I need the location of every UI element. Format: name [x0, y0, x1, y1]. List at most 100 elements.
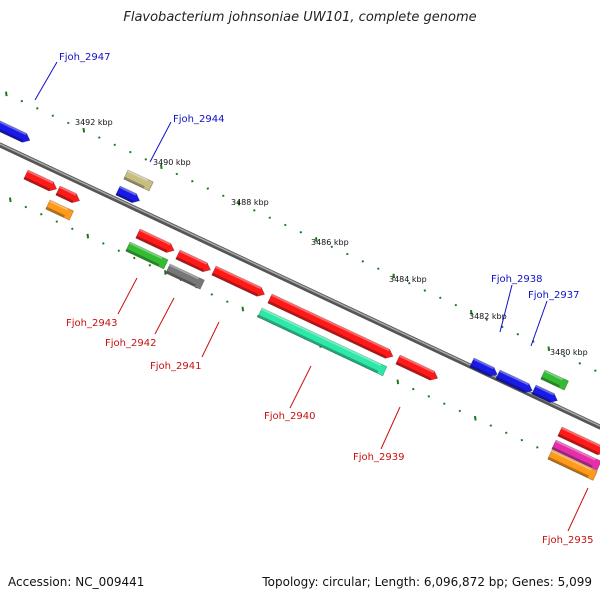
gene-shade	[267, 300, 387, 359]
gene-label[interactable]: Fjoh_2939	[353, 452, 404, 463]
gene-arrow	[557, 426, 600, 456]
gene-arrow	[547, 449, 598, 481]
gene-shade	[257, 314, 379, 374]
gene-arrow	[395, 354, 439, 381]
gene-highlight	[27, 170, 54, 184]
gene-highlight	[139, 229, 171, 246]
gene-body	[257, 307, 388, 377]
minor-tick	[361, 260, 365, 263]
accession-text: Accession: NC_009441	[8, 575, 145, 589]
minor-tick	[423, 289, 427, 292]
gene-body	[267, 293, 394, 359]
major-tick	[86, 233, 90, 239]
genome-summary-text: Topology: circular; Length: 6,096,872 bp…	[262, 575, 592, 589]
callout-line	[567, 487, 589, 532]
gene-labels-top: Fjoh_2947 Fjoh_2944 Fjoh_2938 Fjoh_2937	[59, 52, 579, 301]
minor-tick	[113, 143, 117, 147]
minor-tick	[191, 180, 194, 183]
gene-shade	[115, 192, 134, 203]
gene-shade	[175, 256, 204, 272]
callout-line	[154, 297, 175, 335]
gene-body	[23, 169, 58, 192]
gene-highlight	[473, 358, 494, 370]
minor-tick	[439, 296, 442, 300]
gene-highlight	[271, 294, 390, 352]
gene-highlight	[59, 186, 77, 196]
minor-tick	[144, 158, 148, 161]
gene-label[interactable]: Fjoh_2947	[59, 52, 110, 63]
gene-arrow	[165, 263, 205, 290]
gene-highlight	[119, 186, 137, 196]
gene-label[interactable]: Fjoh_2938	[491, 274, 542, 285]
gene-highlight	[261, 308, 382, 366]
minor-tick	[520, 438, 524, 442]
callout-line	[289, 365, 312, 409]
major-tick	[9, 197, 12, 203]
gene-shade	[135, 235, 168, 253]
gene-highlight	[179, 250, 208, 265]
gene-shade	[45, 206, 65, 218]
gene-label[interactable]: Fjoh_2943	[66, 318, 117, 329]
gene-label[interactable]: Fjoh_2941	[150, 361, 201, 372]
minor-tick	[505, 431, 508, 435]
callout-line	[34, 61, 58, 101]
gene-label[interactable]: Fjoh_2940	[264, 411, 315, 422]
gene-body	[125, 241, 169, 270]
gene-label[interactable]: Fjoh_2944	[173, 114, 224, 125]
gene-features	[0, 117, 600, 481]
gene-arrow	[469, 357, 498, 377]
callout-lines	[34, 61, 589, 532]
minor-tick	[253, 209, 256, 212]
minor-tick	[427, 395, 431, 398]
minor-tick	[501, 325, 504, 329]
minor-tick	[489, 424, 493, 427]
gene-shade	[125, 248, 160, 267]
gene-shade	[55, 192, 74, 203]
gene-body	[551, 439, 600, 471]
minor-tick	[36, 107, 39, 110]
gene-highlight	[399, 355, 435, 373]
gene-arrow	[257, 307, 388, 377]
gene-label[interactable]: Fjoh_2935	[542, 535, 593, 546]
gene-shade	[0, 124, 24, 143]
minor-tick	[458, 409, 462, 413]
gene-label[interactable]: Fjoh_2942	[105, 338, 156, 349]
gene-shade	[123, 176, 145, 189]
scale-label: 3492 kbp	[75, 118, 113, 127]
gene-highlight	[535, 385, 555, 396]
gene-body	[165, 263, 205, 290]
gene-body	[495, 369, 533, 393]
gene-highlight	[129, 242, 163, 260]
gene-arrow	[23, 169, 58, 192]
minor-tick	[51, 114, 55, 117]
gene-body	[211, 265, 265, 297]
gene-arrow	[115, 185, 141, 204]
minor-tick	[284, 223, 287, 227]
callout-line	[530, 300, 548, 347]
gene-shade	[495, 376, 526, 393]
gene-arrow	[123, 169, 154, 192]
scale-label: 3490 kbp	[153, 158, 191, 167]
minor-tick	[454, 303, 458, 307]
major-tick	[160, 164, 163, 170]
gene-label[interactable]: Fjoh_2937	[528, 290, 579, 301]
gene-shade	[23, 176, 51, 191]
minor-tick	[117, 249, 121, 252]
minor-tick	[346, 252, 349, 256]
gene-arrow	[267, 293, 394, 359]
gene-highlight	[49, 200, 69, 211]
gene-shade	[211, 272, 259, 297]
gene-body	[469, 357, 498, 377]
gene-shade	[469, 364, 491, 377]
gene-highlight	[127, 170, 148, 182]
gene-shade	[395, 361, 432, 381]
gene-body	[175, 249, 211, 273]
major-tick	[396, 379, 400, 385]
gene-body	[540, 369, 569, 391]
callout-line	[117, 277, 138, 315]
minor-tick	[71, 227, 74, 231]
gene-highlight	[499, 370, 529, 386]
scale-label: 3482 kbp	[469, 312, 507, 321]
minor-tick	[578, 362, 582, 365]
